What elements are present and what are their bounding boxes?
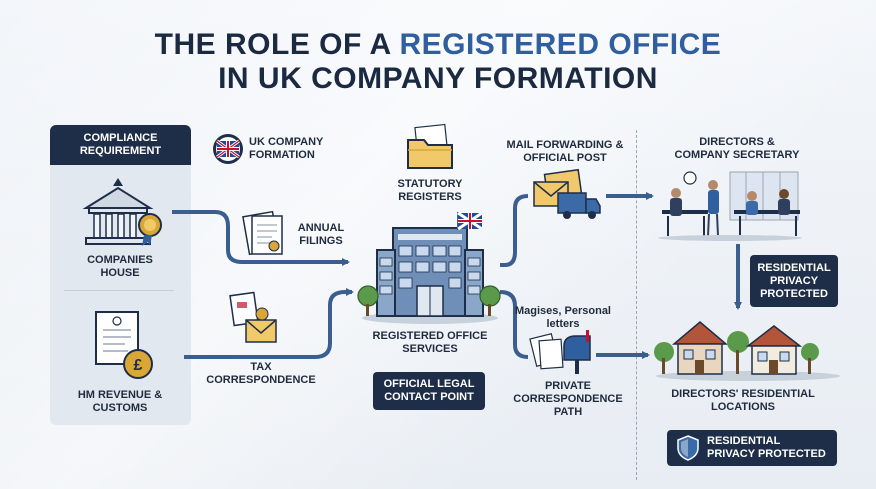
hmrc-document-icon: £	[95, 311, 153, 379]
title-highlight: REGISTERED OFFICE	[399, 28, 722, 61]
office-building-icon	[357, 211, 501, 324]
directors-residential-label: DIRECTORS' RESIDENTIAL LOCATIONS	[671, 388, 815, 413]
private-path-label: PRIVATE CORRESPONDENCE PATH	[513, 380, 623, 418]
privacy-protected-text-2: RESIDENTIAL PRIVACY PROTECTED	[707, 435, 826, 460]
tax-correspondence-label: TAX CORRESPONDENCE	[206, 361, 316, 386]
folder-icon	[407, 123, 453, 169]
page-title: THE ROLE OF A REGISTERED OFFICE IN UK CO…	[0, 28, 876, 96]
title-line2: IN UK COMPANY FORMATION	[218, 62, 658, 95]
hmrc-label: HM REVENUE & CUSTOMS	[77, 389, 163, 414]
dashed-divider	[636, 130, 637, 480]
title-line1-prefix: THE ROLE OF A	[154, 28, 400, 61]
shield-icon	[677, 435, 699, 461]
mail-forwarding-label: MAIL FORWARDING & OFFICIAL POST	[506, 139, 624, 164]
delivery-truck-icon	[557, 192, 601, 219]
directors-secretary-label: DIRECTORS & COMPANY SECRETARY	[674, 136, 800, 161]
uk-company-formation-label: UK COMPANY FORMATION	[249, 136, 324, 161]
compliance-panel	[50, 125, 191, 425]
annual-filings-label: ANNUAL FILINGS	[297, 222, 345, 247]
registered-office-label: REGISTERED OFFICE SERVICES	[372, 330, 488, 355]
personal-letters-label: Magises, Personal letters	[515, 305, 611, 330]
houses-icon	[654, 321, 840, 381]
tax-envelope-icon	[229, 291, 277, 343]
panel-divider	[64, 290, 174, 291]
svg-text:£: £	[134, 357, 143, 374]
uk-flag-badge-icon	[213, 134, 243, 164]
arrow-companies-house	[172, 210, 350, 266]
companies-house-label: COMPANIES HOUSE	[87, 254, 153, 279]
statutory-registers-label: STATUTORY REGISTERS	[397, 178, 463, 203]
meeting-icon	[658, 171, 802, 241]
official-contact-box: OFFICIAL LEGAL CONTACT POINT	[373, 372, 485, 410]
arrow-mail-forwarding	[500, 194, 529, 267]
mailbox-icon	[529, 330, 591, 374]
compliance-header: COMPLIANCE REQUIREMENT	[50, 125, 191, 165]
companies-house-icon	[82, 178, 162, 246]
arrow-hmrc	[184, 288, 354, 359]
annual-filings-icon	[242, 210, 283, 256]
arrow-private-path	[499, 290, 529, 359]
privacy-protected-box-1: RESIDENTIAL PRIVACY PROTECTED	[750, 255, 838, 307]
